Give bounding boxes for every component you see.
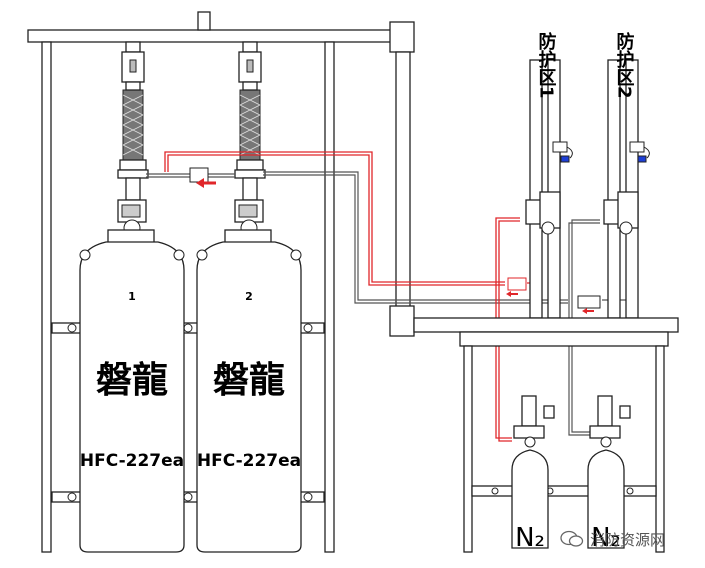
- cylinder-1-number: 1: [128, 290, 136, 303]
- pilot-cylinder-2-label: N₂: [591, 523, 621, 553]
- zone-1-selector-valve: [525, 59, 573, 319]
- pilot-cylinder-rack: [413, 317, 679, 553]
- pilot-cylinder-1-label: N₂: [515, 523, 545, 553]
- agent-cylinder-1: 1 磐龍 HFC-227ea: [79, 41, 185, 553]
- pilot-pipework: [146, 151, 631, 442]
- zone-1-label: 防护区1: [536, 31, 557, 99]
- n2-pilot-cylinder-1: N₂: [511, 395, 555, 553]
- cylinder-1-brand: 磐龍: [96, 360, 168, 401]
- cylinder-2-brand: 磐龍: [213, 360, 285, 401]
- agent-cylinder-2: 2 磐龍 HFC-227ea: [196, 41, 302, 553]
- cylinder-2-agent: HFC-227ea: [197, 451, 301, 471]
- zone-2-label: 防护区2: [614, 31, 635, 99]
- cylinder-1-agent: HFC-227ea: [80, 451, 184, 471]
- watermark-text: 消防资源网: [590, 530, 666, 549]
- main-rack-frame: [27, 11, 415, 553]
- n2-pilot-cylinder-2: N₂: [587, 395, 631, 553]
- cylinder-2-number: 2: [245, 290, 253, 303]
- manifold-riser: [389, 51, 415, 337]
- watermark: 消防资源网: [560, 526, 700, 552]
- zone-2-selector-valve: [603, 59, 650, 319]
- wechat-icon: [560, 530, 584, 547]
